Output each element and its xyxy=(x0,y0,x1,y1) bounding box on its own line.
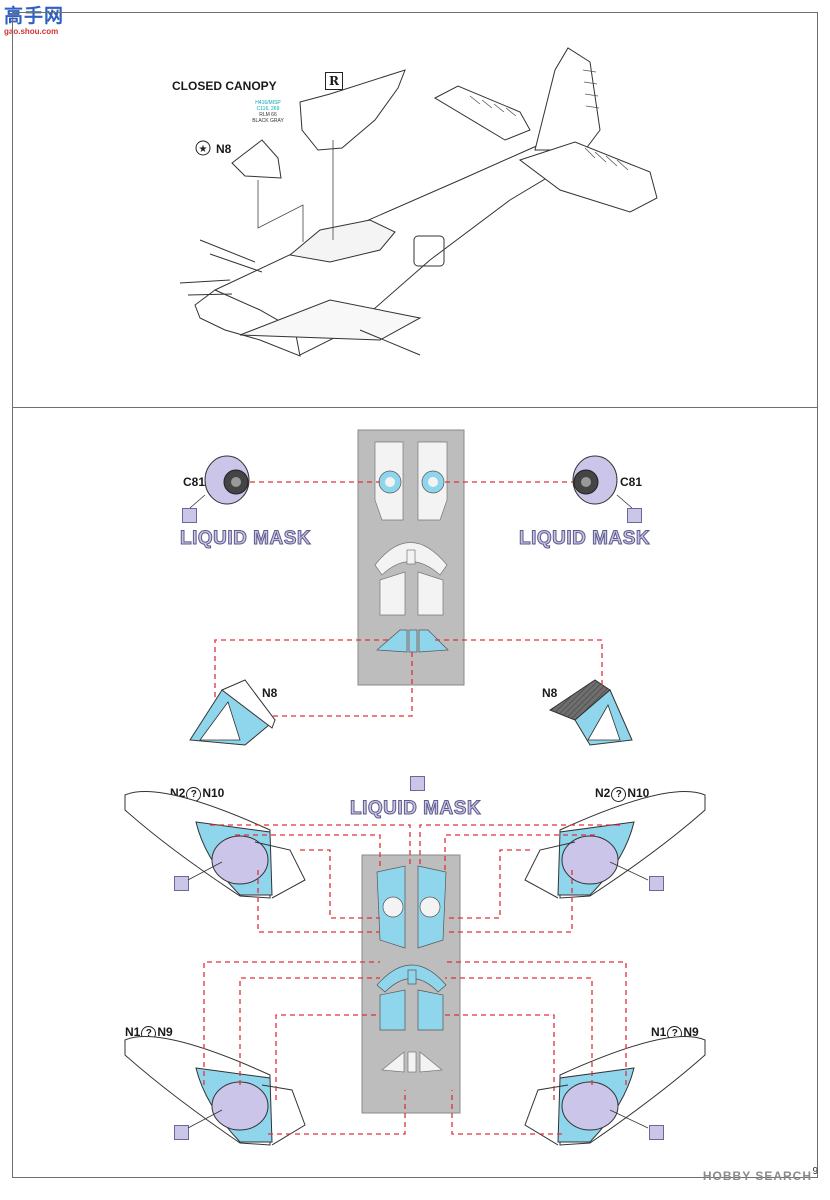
paint-code-2: C116, 269 xyxy=(256,106,280,112)
part-label-n8-right: N8 xyxy=(542,686,558,700)
liquid-mask-label-left: LIQUID MASK xyxy=(179,528,312,550)
dash-leader-lines-lower xyxy=(203,824,627,1135)
mask-indicator-square xyxy=(174,876,189,891)
leader-line xyxy=(257,180,304,242)
canopy-label-lower-right: N1?N9 xyxy=(651,1025,699,1041)
windshield-right xyxy=(548,679,633,746)
wheel-label-left: C81 xyxy=(183,475,206,489)
watermark-logo: 高手网 gao.shou.com xyxy=(4,5,76,37)
mask-indicator-square xyxy=(174,1125,189,1140)
paint-code-3: RLM 66 xyxy=(259,112,277,118)
page-frame xyxy=(12,12,818,1178)
canopy-upper-right xyxy=(524,791,706,899)
info-circle-icon: ? xyxy=(611,787,627,802)
label-n1-right: N1 xyxy=(651,1025,667,1039)
label-n2-right: N2 xyxy=(595,786,611,800)
label-n1-left: N1 xyxy=(125,1025,141,1039)
fuselage-panel xyxy=(413,235,445,267)
windshield-part xyxy=(231,139,282,179)
mask-indicator-square xyxy=(410,776,425,791)
canopy-part xyxy=(299,69,406,151)
rib-lines xyxy=(469,69,629,171)
star-glyph: ★ xyxy=(199,144,208,155)
watermark-sub: gao.shou.com xyxy=(4,27,59,36)
paint-code-4: BLACK GRAY xyxy=(252,118,284,124)
page-number: 9 xyxy=(812,1166,818,1177)
canopy-upper-left xyxy=(124,791,306,899)
closed-canopy-title: CLOSED CANOPY xyxy=(172,79,277,93)
mask-indicator-square xyxy=(627,508,642,523)
label-n9-left: N9 xyxy=(157,1025,173,1039)
liquid-mask-label-center: LIQUID MASK xyxy=(349,798,482,820)
mask-indicator-square xyxy=(649,876,664,891)
part-label-n8-top: N8 xyxy=(216,142,232,156)
pointer-lines xyxy=(187,494,649,1129)
canopy-label-upper-right: N2?N10 xyxy=(595,786,649,802)
mask-fret-upper xyxy=(357,429,465,686)
star-symbol-icon xyxy=(195,140,211,156)
dash-leader-lines-upper xyxy=(214,481,603,717)
windshield-left xyxy=(189,679,276,746)
liquid-mask-label-right: LIQUID MASK xyxy=(518,528,651,550)
mask-indicator-square xyxy=(649,1125,664,1140)
wheel-left xyxy=(204,455,250,505)
wheel-right xyxy=(572,455,618,505)
canopy-label-lower-left: N1?N9 xyxy=(125,1025,173,1041)
wheel-label-right: C81 xyxy=(620,475,643,489)
ref-box: R xyxy=(325,72,343,90)
label-n9-right: N9 xyxy=(683,1025,699,1039)
paint-code-1: H416/MISP xyxy=(255,100,281,106)
mask-indicator-square xyxy=(182,508,197,523)
canopy-lower-left xyxy=(124,1036,306,1146)
paint-callout: H416/MISP C116, 269 RLM 66 BLACK GRAY xyxy=(248,100,288,124)
part-label-n8-left: N8 xyxy=(262,686,278,700)
canopy-lower-right xyxy=(524,1036,706,1146)
label-n10-left: N10 xyxy=(202,786,225,800)
mask-fret-lower xyxy=(361,854,461,1114)
label-n10-right: N10 xyxy=(627,786,650,800)
gun-barrels xyxy=(179,239,421,356)
aircraft-fuselage xyxy=(194,47,658,357)
ref-letter: R xyxy=(329,74,339,88)
section-divider xyxy=(12,407,818,408)
watermark-text: 高手网 xyxy=(4,5,65,27)
footer-brand: HOBBY SEARCH xyxy=(702,1169,812,1183)
